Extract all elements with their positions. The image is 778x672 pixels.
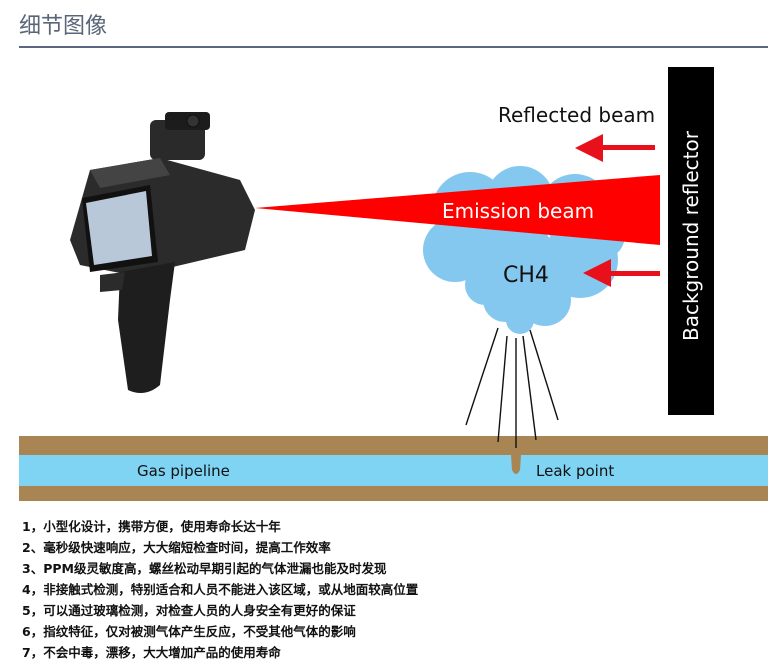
background-reflector xyxy=(668,67,714,415)
gas-label: CH4 xyxy=(503,263,549,288)
leak-drop xyxy=(511,455,521,474)
feature-item: 5，可以通过玻璃检测，对检查人员的人身安全有更好的保证 xyxy=(22,603,356,618)
title-divider xyxy=(19,46,768,48)
emission-beam-label: Emission beam xyxy=(442,199,594,223)
gas-plume-lines xyxy=(465,327,559,448)
leak-label: Leak point xyxy=(536,462,614,480)
reflected-beam-label: Reflected beam xyxy=(498,103,655,127)
ground-bottom xyxy=(19,486,768,501)
ground-top xyxy=(19,436,768,455)
feature-item: 7，不会中毒，漂移，大大增加产品的使用寿命 xyxy=(22,645,281,660)
pipeline-label: Gas pipeline xyxy=(137,462,230,480)
reflected-arrow-bottom xyxy=(583,259,660,287)
reflected-arrow-top xyxy=(575,134,655,162)
gas-pipeline xyxy=(19,455,768,486)
feature-list: 1，小型化设计，携带方便，使用寿命长达十年 2、毫秒级快速响应，大大缩短检查时间… xyxy=(22,516,418,663)
emission-beam xyxy=(255,175,660,245)
feature-item: 4，非接触式检测，特别适合和人员不能进入该区域，或从地面较高位置 xyxy=(22,582,419,597)
feature-item: 1，小型化设计，携带方便，使用寿命长达十年 xyxy=(22,519,281,534)
feature-item: 3、PPM级灵敏度高，螺丝松动早期引起的气体泄漏也能及时发现 xyxy=(22,561,387,576)
feature-item: 6，指纹特征，仅对被测气体产生反应，不受其他气体的影响 xyxy=(22,624,356,639)
laser-detector-device xyxy=(70,112,255,394)
reflector-label: Background reflector xyxy=(679,130,703,341)
page-title: 细节图像 xyxy=(19,14,108,39)
feature-item: 2、毫秒级快速响应，大大缩短检查时间，提高工作效率 xyxy=(22,540,331,555)
detection-diagram: Gas pipeline Leak point Emission beam CH… xyxy=(19,67,768,501)
